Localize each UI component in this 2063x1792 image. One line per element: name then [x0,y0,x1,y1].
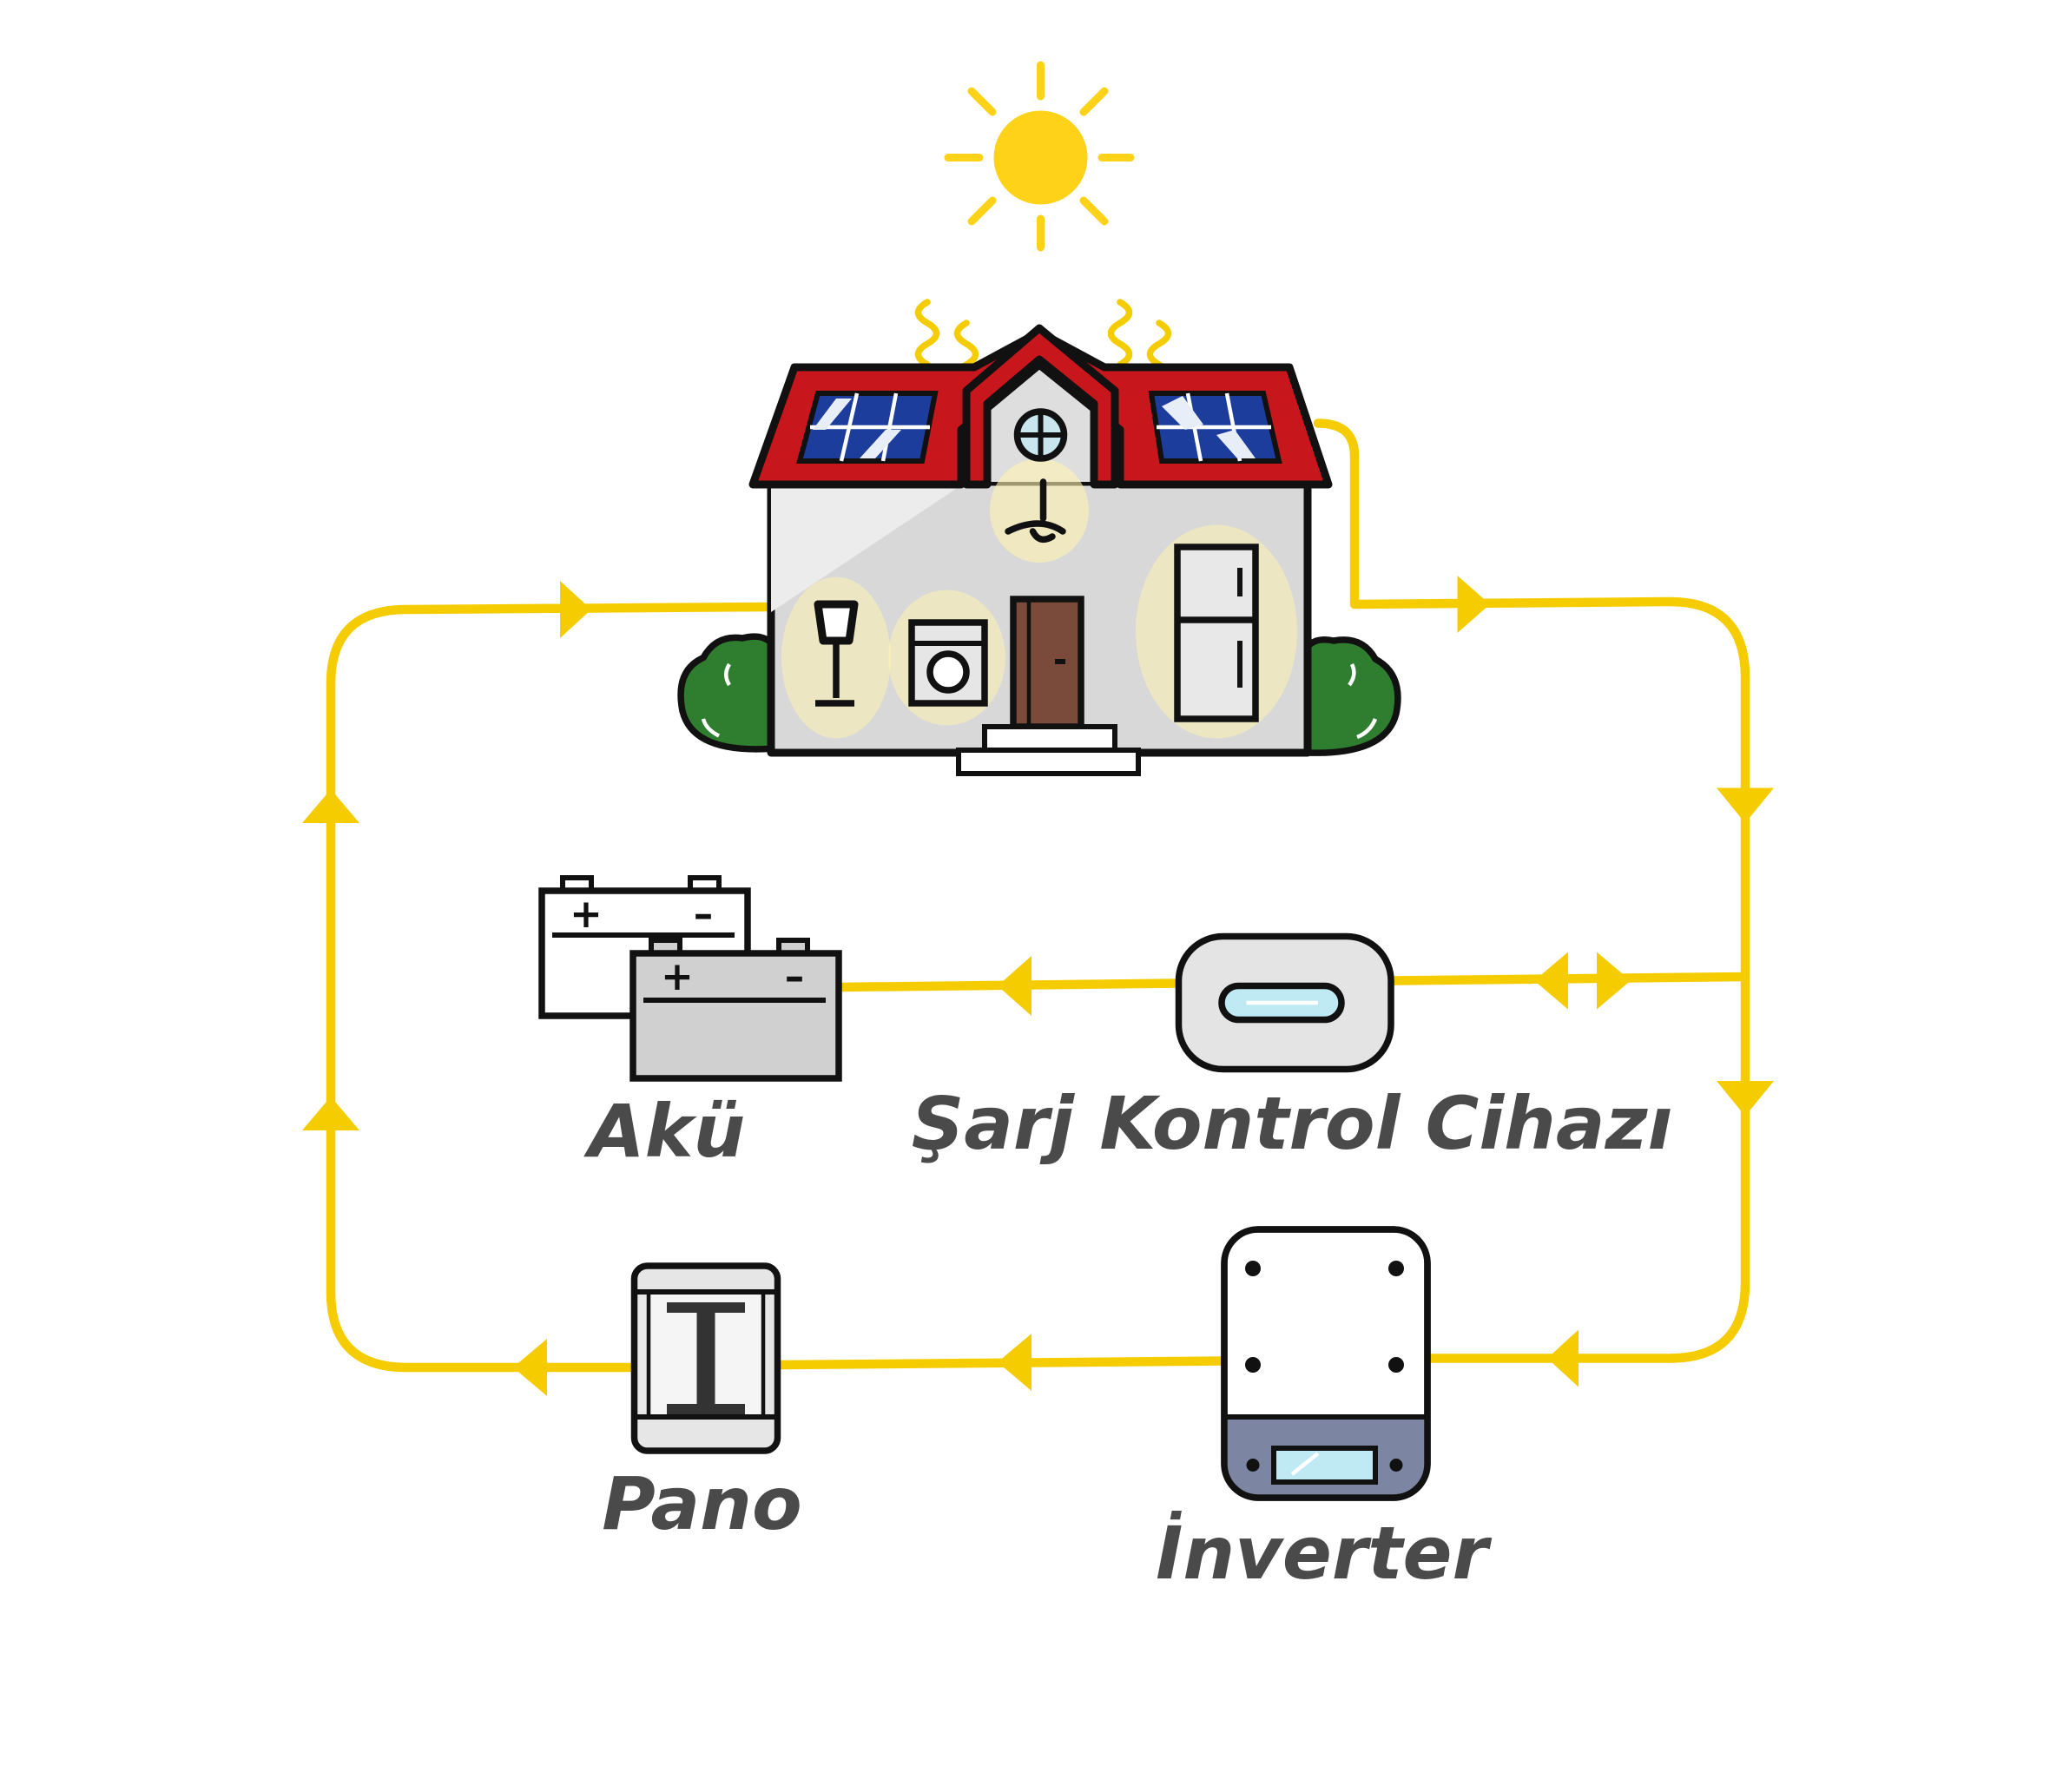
arrow-icon [1597,952,1631,1010]
arrow-icon [1547,1329,1579,1387]
battery-icon: + – + – [538,875,842,1082]
arrow-icon [1457,576,1490,633]
svg-text:+: + [570,891,603,937]
arrow-icon [1717,1081,1774,1117]
inverter-label: İnverter [1156,1511,1492,1596]
charge-controller-label: Şarj Kontrol Cihazı [912,1081,1673,1166]
arrow-icon [302,1097,359,1130]
inverter-icon [1221,1226,1431,1501]
arrow-icon [998,1334,1032,1391]
arrow-icon [1717,787,1774,823]
arrow-icon [302,789,359,823]
svg-text:–: – [694,891,714,937]
bush-icon [1299,636,1401,756]
charge-controller-icon [1175,932,1394,1073]
arrow-icon [998,956,1032,1016]
sun-icon [944,61,1135,252]
svg-text:–: – [785,953,805,999]
flow-arrows [302,576,1774,1396]
arrow-icon [513,1339,547,1396]
solar-panel-icon [796,391,939,464]
arrow-icon [1534,952,1568,1010]
arrow-icon [560,581,591,638]
panel-board-label: Pano [602,1461,801,1546]
solar-panel-icon [1148,391,1282,464]
svg-text:+: + [661,953,694,999]
house-icon [677,324,1401,776]
wiring [326,418,1750,1373]
battery-label: Akü [583,1089,746,1174]
panel-board-icon [630,1262,781,1454]
bush-icon [677,633,780,753]
